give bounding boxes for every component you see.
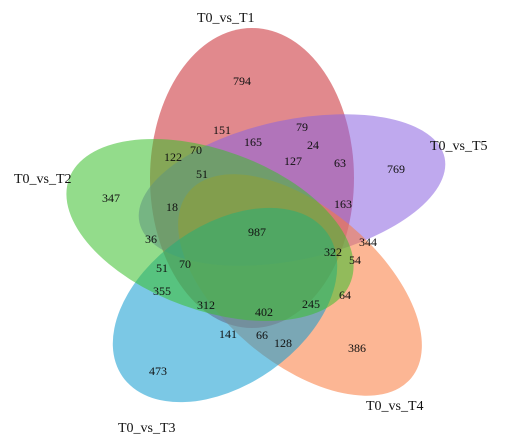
region-count: 312 <box>197 298 215 312</box>
region-count: 344 <box>359 235 377 249</box>
region-count: 128 <box>274 336 292 350</box>
set-ellipse-t0-vs-t2 <box>66 138 354 322</box>
region-count-t3-only: 473 <box>149 364 167 378</box>
set-label-t0-vs-t4: T0_vs_T4 <box>366 399 424 414</box>
region-count: 151 <box>213 123 231 137</box>
region-count: 987 <box>248 225 266 239</box>
region-count: 51 <box>156 261 168 275</box>
region-count: 24 <box>307 138 319 152</box>
region-count: 165 <box>244 135 262 149</box>
region-count-t2-only: 347 <box>102 191 120 205</box>
region-count: 63 <box>334 156 346 170</box>
region-count: 36 <box>145 232 157 246</box>
region-count: 245 <box>302 297 320 311</box>
region-count: 54 <box>349 253 361 267</box>
region-count: 64 <box>339 288 351 302</box>
set-label-t0-vs-t3: T0_vs_T3 <box>118 421 176 436</box>
region-count-t1-only: 794 <box>233 74 251 88</box>
set-label-t0-vs-t5: T0_vs_T5 <box>430 139 488 154</box>
region-count: 70 <box>190 143 202 157</box>
region-count: 322 <box>324 245 342 259</box>
region-count: 51 <box>196 167 208 181</box>
region-count: 18 <box>166 200 178 214</box>
region-count: 402 <box>255 305 273 319</box>
region-count: 79 <box>296 120 308 134</box>
region-count: 70 <box>179 257 191 271</box>
region-count: 355 <box>153 284 171 298</box>
set-label-t0-vs-t1: T0_vs_T1 <box>197 11 255 26</box>
region-count: 66 <box>256 328 268 342</box>
set-label-t0-vs-t2: T0_vs_T2 <box>14 172 72 187</box>
region-count-t5-only: 769 <box>387 162 405 176</box>
region-count: 122 <box>164 150 182 164</box>
region-count-t4-only: 386 <box>348 341 366 355</box>
region-count: 127 <box>284 154 302 168</box>
region-count: 163 <box>334 197 352 211</box>
region-count: 141 <box>219 327 237 341</box>
